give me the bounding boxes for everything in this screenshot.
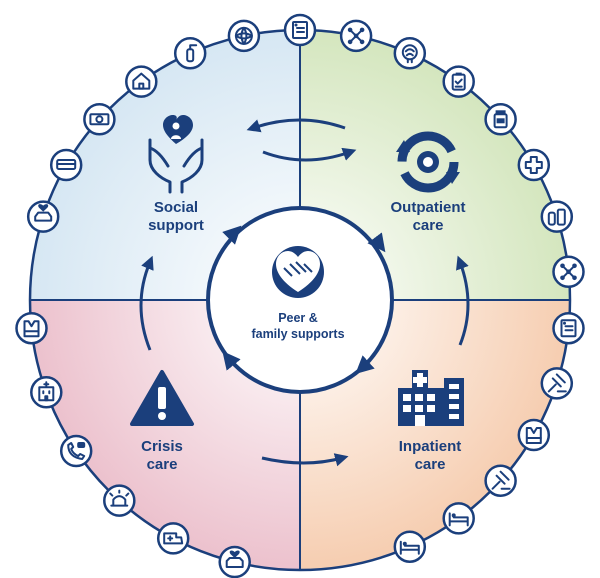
arrow-social-to-outpatient bbox=[262, 147, 357, 162]
medications-icon bbox=[540, 200, 574, 233]
hands-heart-icon bbox=[148, 115, 204, 194]
gavel-icon bbox=[484, 464, 517, 497]
money-icon bbox=[83, 103, 116, 136]
car-heart-icon bbox=[26, 200, 60, 233]
arrow-crisis-to-inpatient bbox=[261, 453, 349, 467]
cycle-icon bbox=[396, 131, 460, 193]
arrow-social-from-outpatient bbox=[246, 118, 346, 133]
warning-icon bbox=[130, 370, 194, 426]
inpatient-label-line2: care bbox=[415, 456, 446, 473]
center-circle bbox=[206, 206, 394, 394]
gavel-icon bbox=[540, 367, 574, 400]
network-icon bbox=[339, 19, 373, 53]
network-icon bbox=[552, 255, 585, 289]
crisis-label-line1: Crisis bbox=[141, 438, 183, 455]
outpatient-label-line2: care bbox=[413, 217, 444, 234]
ring-icons bbox=[15, 13, 585, 578]
clipboard-icon bbox=[442, 65, 475, 98]
ambulance-icon bbox=[156, 522, 190, 555]
center-label-line1: Peer & bbox=[278, 311, 318, 325]
handshake-heart-icon bbox=[272, 246, 324, 298]
social-label-line1: Social bbox=[154, 199, 198, 216]
form-person-icon bbox=[283, 13, 317, 47]
house-icon bbox=[125, 65, 158, 98]
hospital-icon bbox=[398, 370, 464, 426]
globe-icon bbox=[227, 19, 261, 53]
siren-icon bbox=[103, 484, 136, 517]
phone-chat-icon bbox=[59, 434, 93, 468]
ambulance-heart-icon bbox=[218, 545, 251, 578]
crisis-label-line2: care bbox=[147, 456, 178, 473]
safety-vest-icon bbox=[517, 418, 551, 452]
hospital-bed-icon bbox=[393, 530, 427, 563]
hospital-building-icon bbox=[30, 376, 63, 409]
medical-cross-icon bbox=[517, 148, 551, 182]
social-label-line2: support bbox=[148, 217, 204, 234]
arrow-inpatient-to-outpatient bbox=[456, 255, 470, 346]
inpatient-label-line1: Inpatient bbox=[399, 438, 462, 455]
pill-bottle-icon bbox=[484, 103, 517, 136]
center-label-line2: family supports bbox=[251, 327, 344, 341]
bus-icon bbox=[49, 148, 83, 182]
brain-gear-icon bbox=[393, 37, 427, 70]
hospital-bed-icon bbox=[442, 502, 475, 535]
safety-vest-icon bbox=[15, 311, 48, 345]
arrow-crisis-to-social bbox=[139, 255, 154, 351]
form-person-icon bbox=[552, 311, 585, 345]
outpatient-label-line1: Outpatient bbox=[391, 199, 466, 216]
fire-extinguisher-icon bbox=[173, 37, 207, 70]
